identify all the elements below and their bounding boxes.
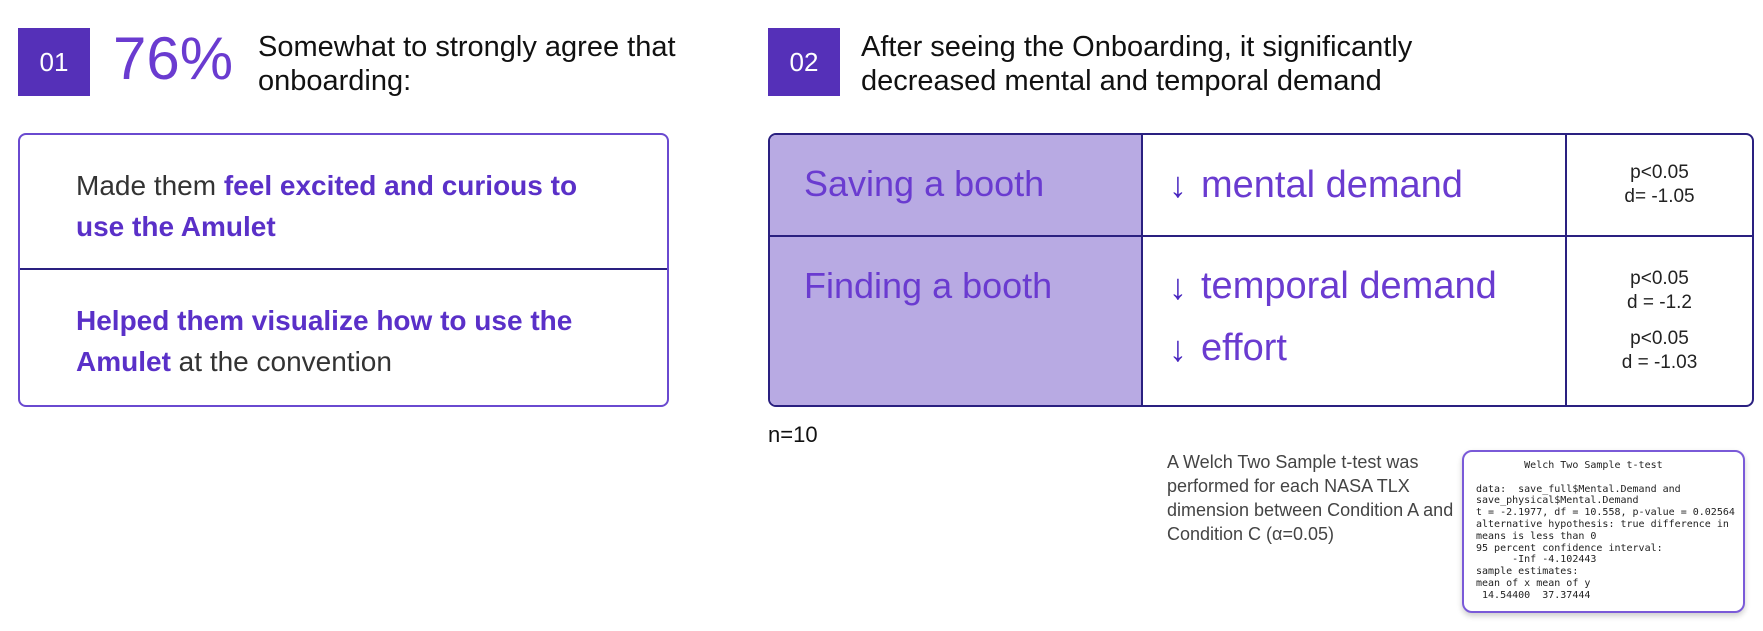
- finding-text: Made them: [76, 170, 224, 201]
- stat: p<0.05 d = -1.03: [1567, 327, 1752, 375]
- measure: ↓ effort: [1143, 327, 1287, 370]
- measure-label: effort: [1201, 327, 1287, 369]
- section2-heading: After seeing the Onboarding, it signific…: [861, 31, 1413, 97]
- effect-size: d= -1.05: [1624, 186, 1695, 207]
- finding-item: Made them feel excited and curious to us…: [20, 135, 667, 270]
- finding-highlight: Helped them visualize how to use the Amu…: [76, 305, 573, 377]
- finding-highlight: feel excited and curious to use the Amul…: [76, 170, 578, 242]
- findings-card: Made them feel excited and curious to us…: [18, 133, 669, 407]
- measure-label: temporal demand: [1201, 265, 1497, 307]
- section-number-badge: 02: [768, 28, 840, 96]
- ttest-output: Welch Two Sample t-test data: save_full$…: [1462, 450, 1745, 613]
- task-cell: Finding a booth: [770, 237, 1143, 405]
- p-value: p<0.05: [1630, 162, 1689, 183]
- down-arrow-icon: ↓: [1169, 265, 1187, 307]
- sample-size: n=10: [768, 422, 818, 447]
- down-arrow-icon: ↓: [1169, 327, 1187, 369]
- effect-size: d = -1.03: [1621, 352, 1698, 373]
- p-value: p<0.05: [1630, 268, 1689, 289]
- method-caption: A Welch Two Sample t-test was performed …: [1167, 452, 1454, 544]
- section-number-badge: 01: [18, 28, 90, 96]
- results-table: Saving a booth ↓ mental demand p<0.05 d= -…: [768, 133, 1754, 407]
- effect-size: d = -1.2: [1627, 292, 1692, 313]
- measure-label: mental demand: [1201, 163, 1463, 206]
- measure-cell: ↓ temporal demand ↓ effort: [1143, 237, 1567, 405]
- down-arrow-icon: ↓: [1169, 164, 1187, 205]
- p-value: p<0.05: [1630, 328, 1689, 349]
- stat-cell: p<0.05 d= -1.05: [1567, 135, 1752, 237]
- finding-item: Helped them visualize how to use the Amu…: [20, 270, 667, 405]
- agree-percent: 76%: [113, 25, 234, 92]
- finding-text: at the convention: [170, 346, 392, 377]
- measure: ↓ temporal demand: [1143, 265, 1497, 308]
- task-cell: Saving a booth: [770, 135, 1143, 237]
- stat: p<0.05 d = -1.2: [1567, 267, 1752, 315]
- section1-heading: Somewhat to strongly agree that onboardi…: [258, 31, 676, 97]
- stat-cell: p<0.05 d = -1.2 p<0.05 d = -1.03: [1567, 237, 1752, 405]
- measure-cell: ↓ mental demand: [1143, 135, 1567, 237]
